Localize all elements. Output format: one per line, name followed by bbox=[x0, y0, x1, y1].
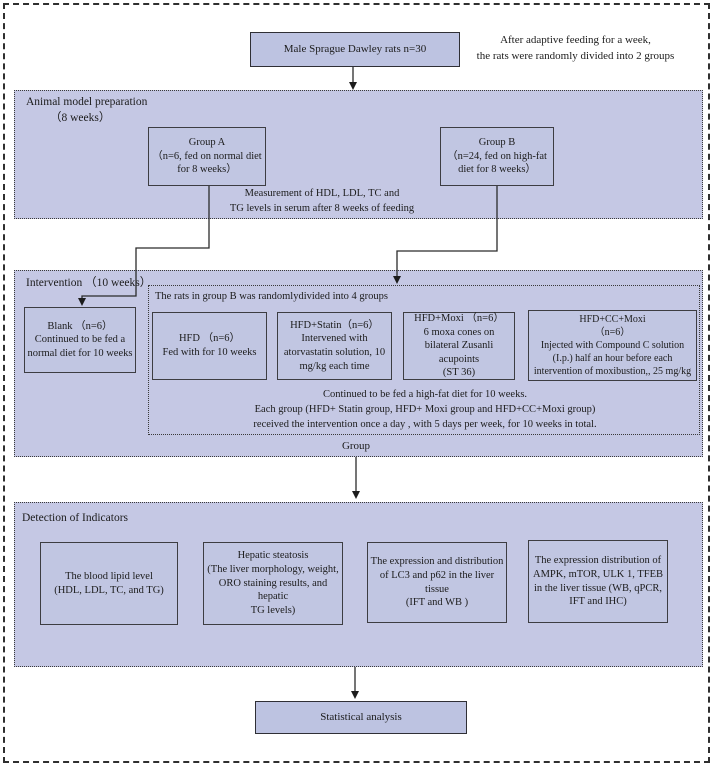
group-label: Group bbox=[341, 440, 371, 452]
subject-box-label: Male Sprague Dawley rats n=30 bbox=[283, 43, 427, 56]
hepatic-steatosis-box: Hepatic steatosis(The liver morphology, … bbox=[203, 542, 343, 625]
subdivision-header: The rats in group B was randomlydivided … bbox=[155, 291, 389, 302]
statistical-analysis-label: Statistical analysis bbox=[320, 711, 402, 724]
blood-lipid-box: The blood lipid level(HDL, LDL, TC, and … bbox=[40, 542, 178, 625]
section-animal-model-label: Animal model preparation（8 weeks） bbox=[26, 96, 148, 124]
hfd-group-box: HFD （n=6）Fed with for 10 weeks bbox=[152, 312, 267, 380]
section-intervention-label: Intervention （10 weeks） bbox=[26, 277, 152, 289]
adaptive-feeding-note: After adaptive feeding for a week,the ra… bbox=[476, 34, 675, 62]
statistical-analysis-box: Statistical analysis bbox=[255, 701, 467, 734]
outer-dashed-frame bbox=[3, 3, 710, 763]
hfd-cc-moxi-group-box: HFD+CC+Moxi（n=6）Injected with Compound C… bbox=[528, 310, 697, 381]
group-b-subdivision-box bbox=[148, 285, 700, 435]
intervention-footer-note: Continued to be fed a high-fat diet for … bbox=[253, 389, 597, 431]
subject-box: Male Sprague Dawley rats n=30 bbox=[250, 32, 460, 67]
section-detection-label: Detection of Indicators bbox=[22, 512, 129, 524]
